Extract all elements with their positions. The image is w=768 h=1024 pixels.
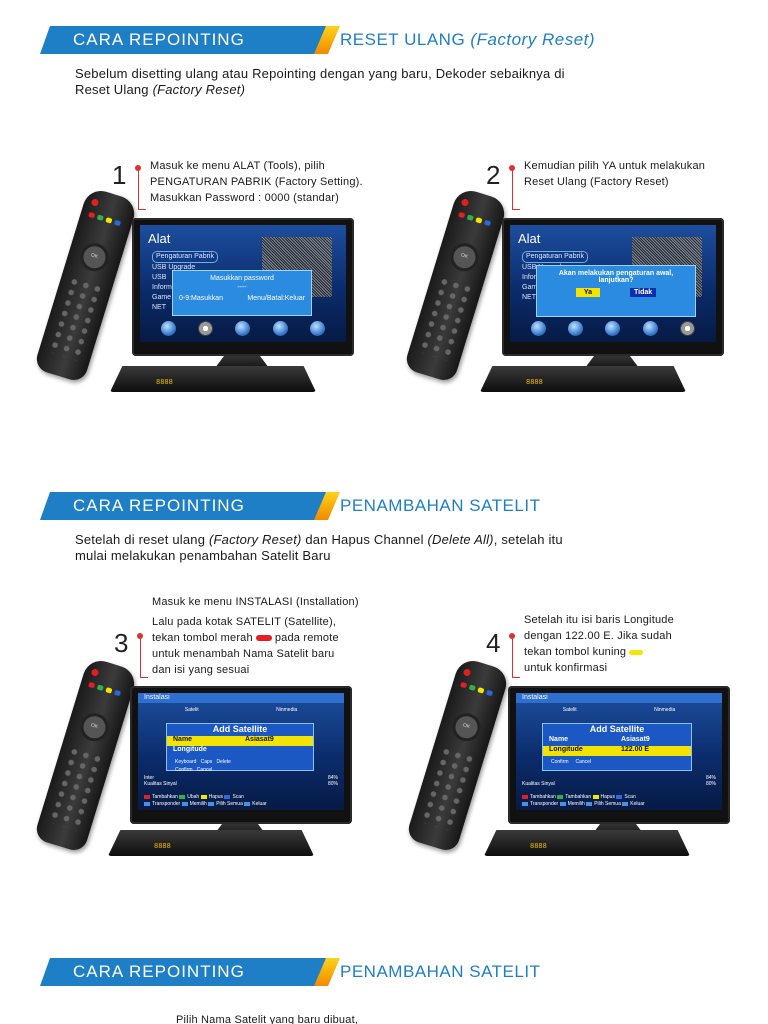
section-header-reset: CARA REPOINTING RESET ULANG (Factory Res… (40, 26, 740, 54)
section-subtitle: PENAMBAHAN SATELIT (340, 962, 541, 981)
remote-control-4 (405, 656, 511, 854)
tv-screen-alat-confirm: Alat Pengaturan Pabrik USB Upgrade Infor… (510, 225, 716, 342)
step-3-text: Lalu pada kotak SATELIT (Satellite), tek… (152, 616, 339, 676)
section-header-add-satellite-2: CARA REPOINTING PENAMBAHAN SATELIT (40, 958, 740, 986)
set-top-box-4: 8888 (484, 830, 690, 856)
screen-noise-image (262, 237, 332, 297)
factory-reset-confirm-dialog: Akan melakukan pengaturan awal, lanjutka… (536, 265, 696, 317)
screen-legend: Tambahkan Ubah Hapus Scan Transponder Me… (144, 794, 338, 808)
remote-control-2 (403, 186, 509, 384)
section-subtitle: RESET ULANG (Factory Reset) (340, 30, 596, 49)
screen-icon-dock (150, 318, 336, 338)
screen-header: Instalasi (516, 693, 722, 703)
remote-control-3 (33, 656, 139, 854)
screen-menu-title: Alat (518, 231, 541, 246)
yes-button: Ya (575, 288, 601, 297)
step-number-3: 3 (114, 628, 129, 658)
section-title: CARA REPOINTING (73, 962, 245, 981)
set-top-box-3: 8888 (108, 830, 314, 856)
remote-control-1 (33, 186, 139, 384)
step-5-text: Pilih Nama Satelit yang baru dibuat, (176, 1014, 359, 1024)
tv-step-2: Alat Pengaturan Pabrik USB Upgrade Infor… (502, 218, 724, 372)
set-top-box-1: 8888 (110, 366, 316, 392)
set-top-box-2: 8888 (480, 366, 686, 392)
section-title: CARA REPOINTING (73, 496, 245, 515)
step-3-leader (137, 633, 148, 678)
screen-menu-list: Pengaturan Pabrik USB Upgrade USB Inform… (152, 251, 218, 313)
section-title: CARA REPOINTING (73, 30, 245, 49)
intro-paragraph-add-satellite: Setelah di reset ulang (Factory Reset) d… (75, 532, 563, 563)
step-number-4: 4 (486, 628, 501, 658)
section-header-add-satellite: CARA REPOINTING PENAMBAHAN SATELIT (40, 492, 740, 520)
step-4-leader (509, 633, 520, 678)
screen-icon-dock (520, 318, 706, 338)
step-3-pretext: Masuk ke menu INSTALASI (Installation) (152, 596, 359, 608)
step-number-2: 2 (486, 160, 501, 190)
tv-step-1: Alat Pengaturan Pabrik USB Upgrade USB I… (132, 218, 354, 372)
red-button-indicator (255, 635, 272, 642)
step-number-1: 1 (112, 160, 127, 190)
screen-legend: Tambahkan Tambahkan Hapus Scan Transpond… (522, 794, 716, 808)
screen-header: Instalasi (138, 693, 344, 703)
intro-paragraph-reset: Sebelum disetting ulang atau Repointing … (75, 66, 565, 97)
yellow-button-indicator (629, 649, 644, 655)
section-subtitle: PENAMBAHAN SATELIT (340, 496, 541, 515)
step-2-leader (509, 165, 520, 210)
tv-screen-alat-password: Alat Pengaturan Pabrik USB Upgrade USB I… (140, 225, 346, 342)
step-1-leader (135, 165, 146, 210)
screen-menu-title: Alat (148, 231, 171, 246)
step-4-text: Setelah itu isi baris Longitude dengan 1… (524, 614, 674, 674)
no-button: Tidak (630, 288, 657, 297)
